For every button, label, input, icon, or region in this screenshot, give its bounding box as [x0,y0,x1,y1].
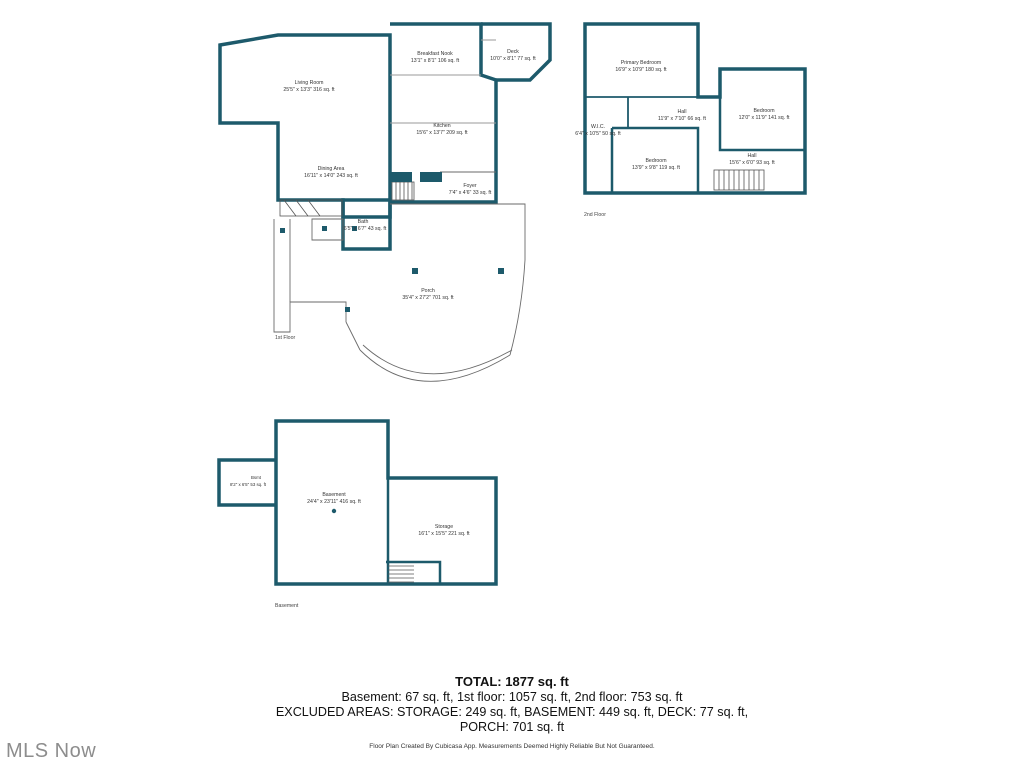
kitchen-dims: 15'6" x 13'7" 209 sq. ft [416,130,468,136]
bedroom-east-walls [718,69,805,152]
primary-bedroom-dims: 16'9" x 10'9" 180 sq. ft [615,67,667,73]
stair-treads-2 [718,170,760,190]
basement-name: Basement [322,492,346,498]
hall-lower-name: Hall [748,153,757,159]
first-floor-label: 1st Floor [275,335,295,341]
wic-dims: 6'4" x 10'5" 50 sq. ft [575,131,621,137]
walls-basement [217,419,498,586]
bedroom-south-dims: 13'9" x 9'8" 119 sq. ft [632,165,681,171]
post [352,226,357,231]
storage-name: Storage [435,524,453,530]
stair-box [391,181,415,201]
bsmt-room-dims: 8'2" x 6'5" 53 sq. ft [230,482,267,487]
basement-outline [274,419,498,586]
living-dining-walls [218,33,392,219]
excluded-areas-porch: PORCH: 701 sq. ft [459,720,565,734]
dining-area-name: Dining Area [318,166,345,172]
post [322,226,327,231]
kitchen-island-block [420,172,442,182]
porch-east-edge [390,203,526,356]
fireplace-hearth [279,199,343,217]
porch-dims: 35'4" x 27'2" 701 sq. ft [402,295,454,301]
living-room-dims: 25'5" x 13'3" 316 sq. ft [283,87,335,93]
post [280,228,285,233]
living-room-name: Living Room [295,80,324,86]
kitchen-walls [390,22,498,204]
porch-arc-inner [362,344,513,375]
breakfast-nook-dims: 13'1" x 8'1" 106 sq. ft [411,58,460,64]
stairs-first-floor [279,181,415,217]
kitchen-counter-block [390,172,412,182]
porch-outline [273,39,526,382]
stair-treads-3 [388,565,414,583]
bedroom-south-name: Bedroom [645,158,666,164]
kitchen-name: Kitchen [433,123,450,129]
post [412,268,418,274]
walls-second-floor [583,22,807,195]
hall-upper-name: Hall [678,109,687,115]
bedroom-south-walls [610,126,700,193]
basement-dims: 24'4" x 23'11" 416 sq. ft [307,499,361,505]
porch-west-diagonal [345,321,361,351]
porch-arc [359,349,511,382]
bath-counter [311,218,344,241]
hall-upper-dims: 11'9" x 7'10" 66 sq. ft [658,116,707,122]
deck-dims: 10'0" x 8'1" 77 sq. ft [490,56,536,62]
breakfast-nook-name: Breakfast Nook [417,51,453,57]
disclaimer-credit: Floor Plan Created By Cubicasa App. Meas… [369,743,655,750]
post [345,307,350,312]
basement-floor-label: Basement [275,603,299,609]
stairs-second-floor [713,169,765,191]
floor-drain [331,508,337,514]
excluded-areas-line: EXCLUDED AREAS: STORAGE: 249 sq. ft, BAS… [275,705,749,719]
storage-dims: 16'1" x 15'5" 221 sq. ft [418,531,470,537]
stair-treads [395,182,413,200]
wic-name: W.I.C. [591,124,605,130]
deck-name: Deck [507,49,519,55]
bath-dims: 6'5" x 6'7" 43 sq. ft [344,226,387,232]
stairs-basement [388,565,414,583]
room-labels: Living Room 25'5" x 13'3" 316 sq. ft Din… [230,49,790,537]
bsmt-room-walls [217,458,276,507]
dining-area-dims: 16'11" x 14'0" 243 sq. ft [304,173,358,179]
primary-bedroom-name: Primary Bedroom [621,60,661,66]
counter-blocks [280,172,504,312]
bedroom-east-dims: 12'0" x 11'9" 141 sq. ft [739,115,790,121]
bsmt-room-name: Bsmt [251,475,262,480]
floor-area-breakdown: Basement: 67 sq. ft, 1st floor: 1057 sq.… [341,690,683,704]
kitchen-divider [390,39,496,124]
porch-name: Porch [421,288,435,294]
bath-name: Bath [358,219,369,225]
second-floor-label: 2nd Floor [584,212,606,218]
total-area: TOTAL: 1877 sq. ft [455,674,569,689]
bedroom-east-name: Bedroom [753,108,774,114]
porch-west-edge [273,219,347,333]
basement-stair-wall [386,560,442,584]
brand-watermark: MLS Now [6,740,97,762]
deck-walls [481,22,552,82]
post [498,268,504,274]
foyer-dims: 7'4" x 4'6" 33 sq. ft [449,190,492,196]
foyer-name: Foyer [463,183,477,189]
hall-lower-dims: 15'6" x 6'0" 93 sq. ft [729,160,775,166]
hearth-hatch [283,199,321,217]
